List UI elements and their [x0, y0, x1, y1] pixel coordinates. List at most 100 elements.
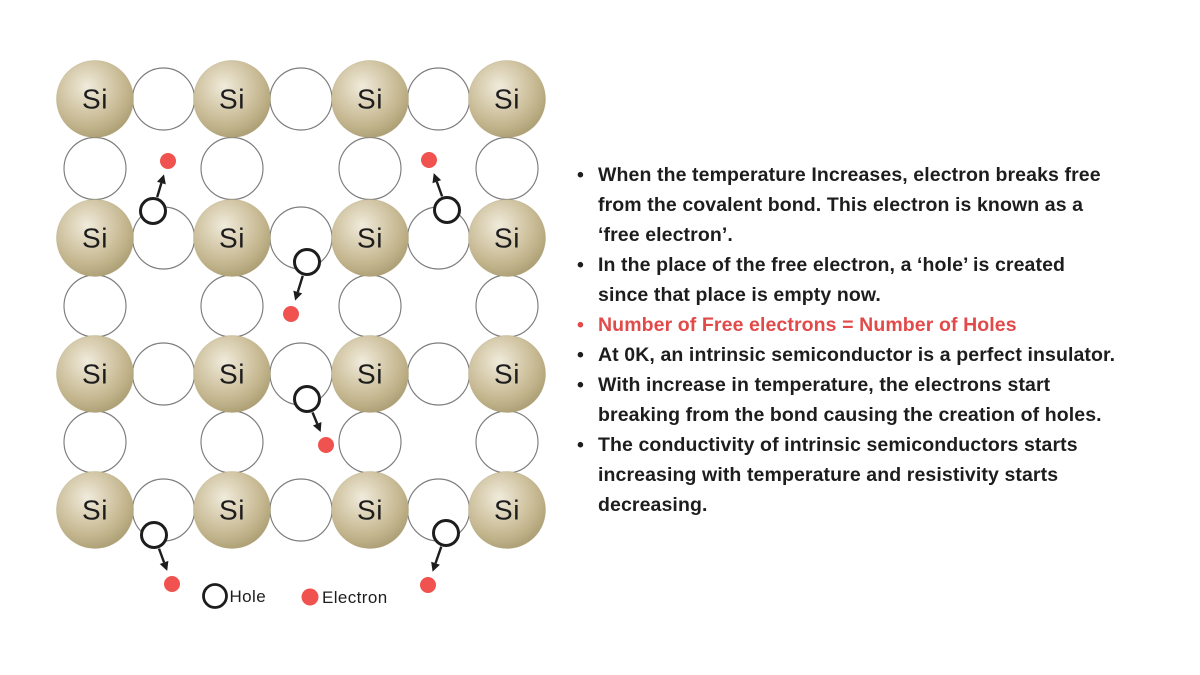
- covalent-bond-circle: [338, 136, 402, 201]
- si-atom-label: Si: [357, 495, 383, 526]
- si-atom-label: Si: [494, 495, 520, 526]
- covalent-bond-circle: [338, 274, 402, 338]
- free-electron-dot: [160, 153, 176, 169]
- bullet-text: With increase in temperature, the electr…: [598, 374, 1102, 426]
- electron-arrowhead: [312, 421, 322, 433]
- si-atom-sphere: [56, 335, 134, 413]
- legend: Hole Electron: [202, 583, 388, 609]
- bullet-item: • The conductivity of intrinsic semicondu…: [570, 430, 1192, 520]
- legend-hole-label: Hole: [230, 587, 267, 606]
- bullet-item: • With increase in temperature, the elect…: [570, 370, 1192, 430]
- bullet-item: • In the place of the free electron, a ‘h…: [570, 250, 1192, 310]
- bullet-text: When the temperature Increases, electron…: [598, 164, 1101, 246]
- si-atom-sphere: [468, 60, 546, 138]
- hole-circle: [293, 385, 321, 413]
- free-electron-dot: [318, 437, 334, 453]
- si-atom-sphere: [56, 199, 134, 277]
- covalent-bond-circle: [475, 274, 539, 338]
- bullet-text: The conductivity of intrinsic semiconduc…: [598, 434, 1078, 516]
- covalent-bond-circle: [200, 274, 264, 338]
- covalent-bond-circle: [63, 274, 127, 338]
- hole-electron-events: [139, 152, 461, 593]
- si-atom-sphere: [331, 199, 409, 277]
- si-atom-label: Si: [494, 359, 520, 390]
- si-atom-label: Si: [494, 223, 520, 254]
- si-atom-sphere: [56, 471, 134, 549]
- hole-circle: [433, 196, 461, 224]
- bullet-text: Number of Free electrons = Number of Hol…: [598, 314, 1017, 336]
- si-atom-sphere: [193, 471, 271, 549]
- si-atom-sphere: [331, 335, 409, 413]
- covalent-bond-circle: [475, 136, 539, 201]
- covalent-bond-circle: [200, 136, 264, 201]
- si-atom-sphere: [468, 471, 546, 549]
- free-electron-dot: [283, 306, 299, 322]
- bullet-marker: •: [577, 374, 584, 396]
- si-atom-label: Si: [357, 84, 383, 115]
- si-atom-sphere: [56, 60, 134, 138]
- bullet-marker: •: [577, 254, 584, 276]
- electron-arrowhead: [432, 173, 442, 184]
- si-atom-sphere: [331, 471, 409, 549]
- electron-arrowhead: [159, 560, 169, 571]
- covalent-bond-circle: [63, 410, 127, 474]
- legend-hole-icon: [202, 583, 228, 609]
- bullet-item: •When the temperature Increases, electro…: [570, 160, 1192, 250]
- electron-arrow: [156, 182, 163, 198]
- covalent-bond-circle: [406, 67, 471, 131]
- covalent-bond-circle: [338, 410, 402, 474]
- hole-circle: [140, 521, 168, 549]
- covalent-bonds: [63, 67, 539, 542]
- bullet-item: • Number of Free electrons = Number of Ho…: [570, 310, 1192, 340]
- si-atom-label: Si: [219, 359, 245, 390]
- covalent-bond-circle: [269, 478, 333, 542]
- si-atom-label: Si: [219, 495, 245, 526]
- si-atom-label: Si: [219, 84, 245, 115]
- si-atom-label: Si: [82, 495, 108, 526]
- covalent-bond-circle: [63, 136, 127, 201]
- electron-arrowhead: [431, 561, 440, 572]
- bullet-marker: •: [577, 314, 584, 336]
- bullet-item: • At 0K, an intrinsic semiconductor is a …: [570, 340, 1192, 370]
- si-atom-sphere: [331, 60, 409, 138]
- legend-electron-icon: [301, 588, 319, 606]
- free-electron-dot: [421, 152, 437, 168]
- si-atom-label: Si: [82, 84, 108, 115]
- bullet-text: In the place of the free electron, a ‘ho…: [598, 254, 1066, 306]
- si-atom-label: Si: [82, 359, 108, 390]
- bullet-text: At 0K, an intrinsic semiconductor is a p…: [598, 344, 1116, 366]
- bullet-list: • When the temperature Increases, electro…: [570, 160, 1192, 520]
- si-atom-sphere: [193, 335, 271, 413]
- electron-arrow: [311, 411, 319, 425]
- covalent-bond-circle: [131, 67, 196, 131]
- electron-arrowhead: [156, 174, 166, 185]
- si-atom-sphere: [193, 60, 271, 138]
- si-atom-label: Si: [357, 223, 383, 254]
- electron-arrow: [434, 546, 443, 564]
- si-atom-label: Si: [494, 84, 520, 115]
- legend-electron-label: Electron: [322, 588, 388, 607]
- bullet-marker: •: [577, 434, 584, 456]
- hole-circle: [293, 248, 321, 276]
- si-atom-label: Si: [357, 359, 383, 390]
- si-atom-sphere: [468, 199, 546, 277]
- electron-arrowhead: [293, 290, 303, 301]
- free-electron-dot: [420, 577, 436, 593]
- electron-arrow: [296, 275, 304, 293]
- si-atom-sphere: [193, 199, 271, 277]
- hole-circle: [432, 519, 460, 547]
- bullet-marker: •: [577, 344, 584, 366]
- electron-arrow: [435, 181, 444, 197]
- electron-arrow: [157, 548, 166, 563]
- free-electron-dot: [164, 576, 180, 592]
- covalent-bond-circle: [200, 410, 264, 474]
- hole-circle: [139, 197, 167, 225]
- si-atom-sphere: [468, 335, 546, 413]
- si-atom-label: Si: [82, 223, 108, 254]
- si-atom-label: Si: [219, 223, 245, 254]
- covalent-bond-circle: [269, 67, 333, 131]
- covalent-bond-circle: [475, 410, 539, 474]
- covalent-bond-circle: [406, 342, 471, 406]
